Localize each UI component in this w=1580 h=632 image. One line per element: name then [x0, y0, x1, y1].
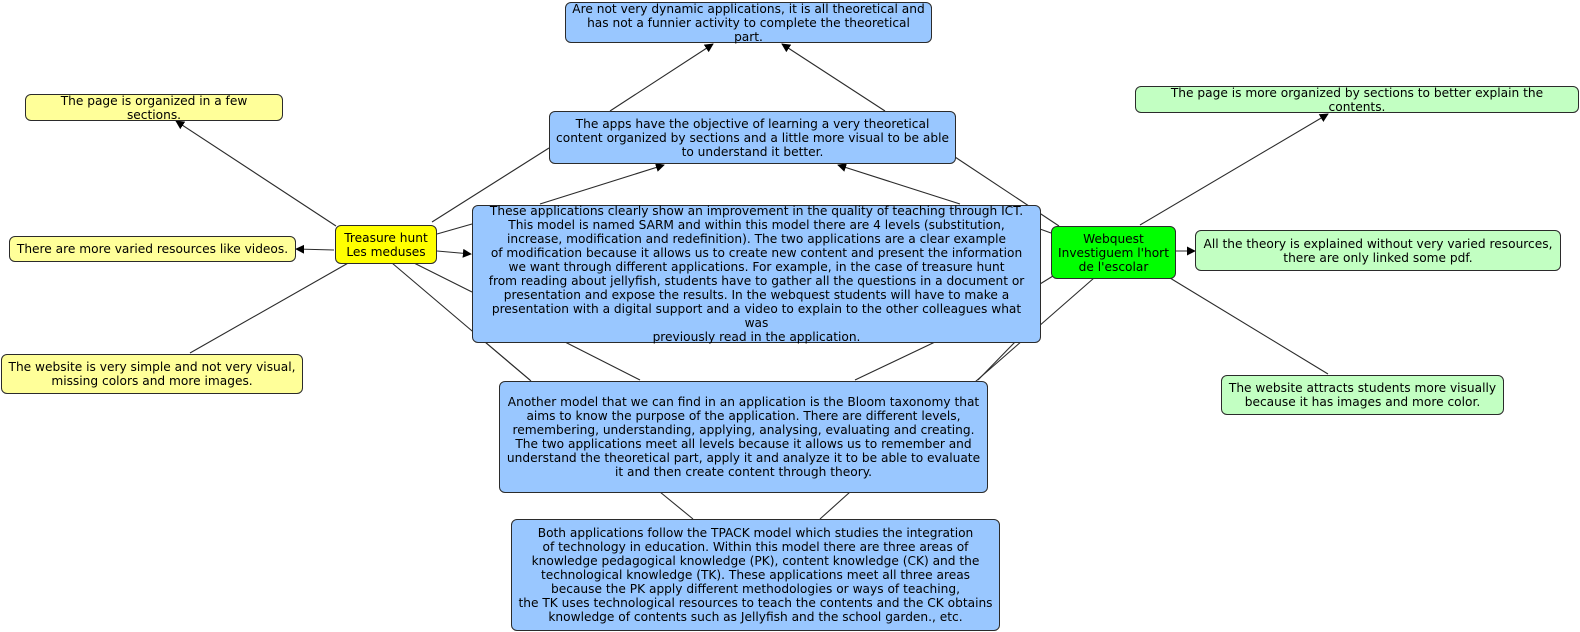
edge-sarm-bloom-4 — [977, 341, 1016, 381]
node-yellow-videos: There are more varied resources like vid… — [9, 236, 296, 262]
node-yellow-sections: The page is organized in a few sections. — [25, 94, 283, 122]
edge-sarm-apps-right — [837, 163, 961, 205]
node-tpack-model: Both applications follow the TPACK model… — [511, 519, 1000, 631]
node-green-theory: All the theory is explained without very… — [1195, 230, 1561, 271]
edge-sarm-apps-left — [539, 163, 665, 205]
edge-webquest-sarm-upper — [1039, 228, 1052, 234]
edge-treasure-sarm-upper — [436, 223, 473, 235]
edge-treasure-simple — [189, 261, 351, 354]
edge-webquest-visual — [1169, 277, 1329, 375]
node-green-sections: The page is more organized by sections t… — [1135, 86, 1579, 114]
edge-treasure-sections — [175, 120, 337, 227]
node-webquest: Webquest Investiguem l'hort de l'escolar — [1051, 226, 1176, 279]
edge-treasure-sarm-lower — [411, 261, 473, 293]
edge-bloom-tpack-left — [659, 491, 694, 520]
node-apps-objective: The apps have the objective of learning … — [549, 111, 956, 164]
node-top-theoretical: Are not very dynamic applications, it is… — [565, 2, 932, 44]
node-yellow-simple: The website is very simple and not very … — [1, 354, 303, 394]
node-sarm-model: These applications clearly show an impro… — [472, 204, 1041, 344]
edge-treasure-sarm — [436, 248, 472, 258]
edge-webquest-sections — [1139, 113, 1329, 226]
edge-sarm-bloom-1 — [484, 341, 531, 381]
edge-sarm-bloom-3 — [854, 341, 936, 381]
edge-sarm-bloom-2 — [564, 341, 641, 381]
edge-webquest-sarm-lower — [1039, 275, 1054, 285]
node-treasure-hunt: Treasure hunt Les meduses — [335, 225, 437, 264]
edge-treasure-apps — [431, 147, 550, 223]
edge-bloom-tpack-right — [819, 491, 851, 520]
edge-apps-top-right — [781, 43, 886, 112]
edge-apps-top-left — [609, 43, 714, 112]
node-green-visual: The website attracts students more visua… — [1221, 375, 1504, 415]
node-bloom-taxonomy: Another model that we can find in an app… — [499, 381, 988, 493]
edge-webquest-apps — [954, 156, 1060, 227]
edge-treasure-videos — [295, 244, 335, 254]
